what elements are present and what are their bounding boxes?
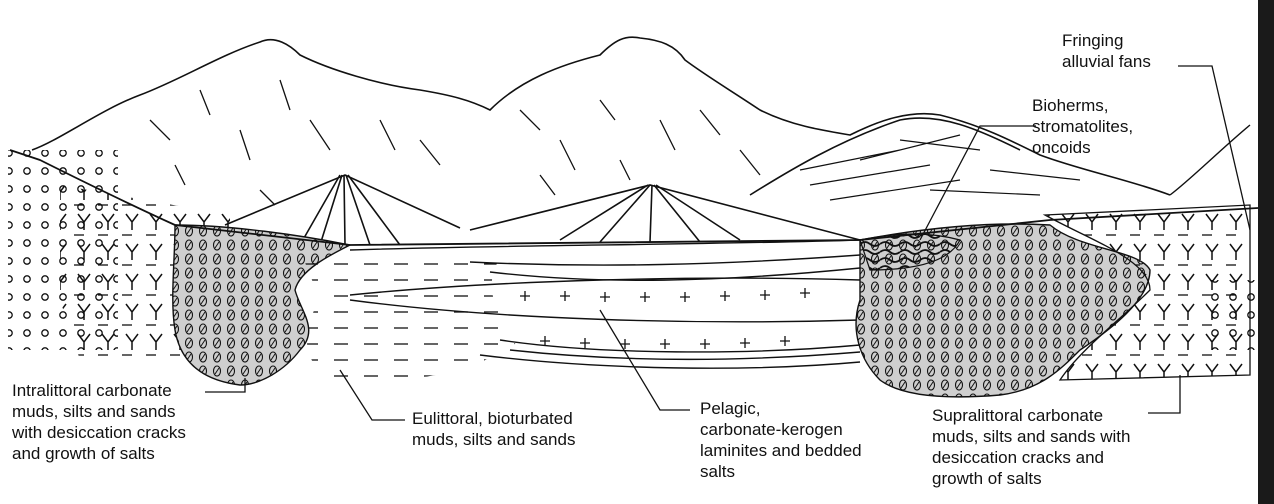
eulittoral-zone — [300, 249, 520, 381]
right-alluvial-fan — [1210, 280, 1258, 350]
basin-surface — [9, 149, 1259, 246]
leader-pelagic — [599, 309, 690, 411]
leader-fringing-fans — [1178, 65, 1251, 231]
label-fringing-fans: Fringing alluvial fans — [1062, 31, 1151, 71]
pelagic-lens — [349, 239, 861, 369]
label-eulittoral: Eulittoral, bioturbated muds, silts and … — [412, 409, 576, 449]
leader-intralittoral — [205, 378, 246, 393]
scan-edge — [1258, 0, 1274, 504]
label-pelagic: Pelagic, carbonate-kerogen laminites and… — [700, 399, 862, 481]
label-intralittoral: Intralittoral carbonate muds, silts and … — [12, 381, 186, 463]
right-supralittoral-evaporites — [1042, 204, 1251, 381]
label-supralittoral: Supralittoral carbonate muds, silts and … — [932, 406, 1131, 488]
salt-layer-lower — [540, 336, 790, 349]
leader-supralittoral — [1148, 375, 1181, 414]
left-intralittoral-carbonate — [172, 224, 353, 386]
leader-eulittoral — [339, 369, 405, 421]
right-intralittoral-carbonate — [855, 223, 1151, 398]
leader-bioherms — [919, 125, 1036, 241]
salt-layer-upper — [520, 288, 810, 302]
mountains — [31, 36, 1251, 246]
bioherm-stromatolites — [859, 233, 961, 271]
leader-lines — [205, 65, 1251, 421]
label-bioherms: Bioherms, stromatolites, oncoids — [1032, 96, 1134, 157]
